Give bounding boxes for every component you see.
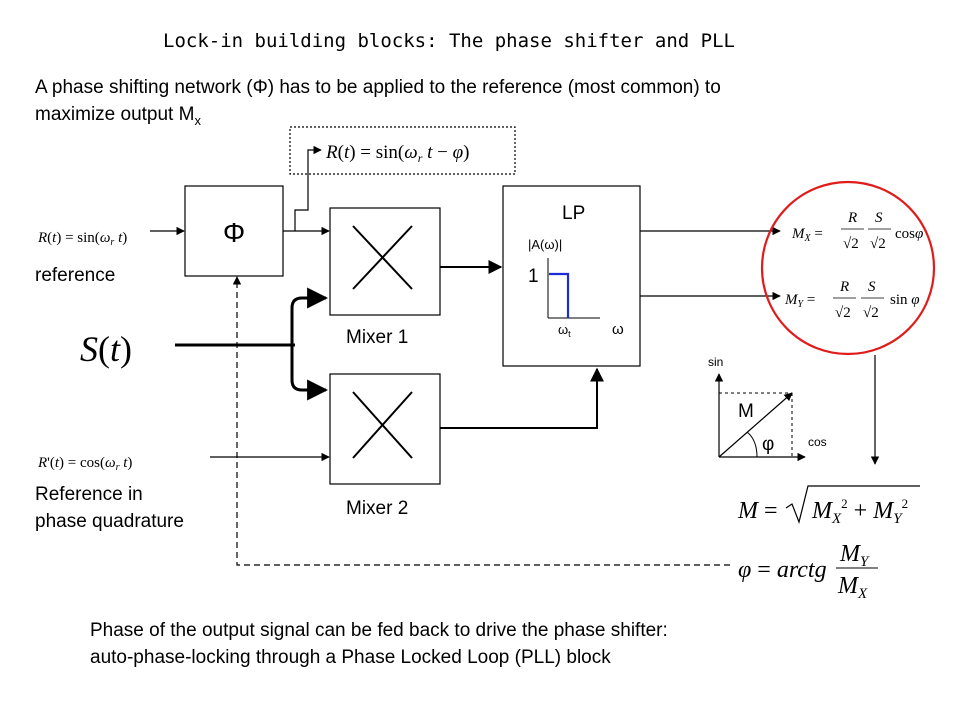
intro-line-2-sub: x: [194, 112, 201, 128]
lp-axis-y-label: |A(ω)|: [528, 237, 562, 252]
signal-equation: S(t): [80, 329, 132, 369]
signal-to-mixer1: [290, 287, 329, 345]
mx-equation: MX = R √2 S √2 cosφ: [791, 210, 923, 252]
svg-text:MX: MX: [837, 573, 868, 602]
shifter-to-dotted-box-arrow: [294, 145, 322, 231]
phase-equation: φ = arctg MY MX: [738, 541, 878, 602]
svg-text:√2: √2: [835, 305, 851, 321]
lp-cutoff-label: ωt: [558, 322, 571, 339]
intro-line-2-text: maximize output M: [35, 104, 195, 125]
phasor-axis-x-label: cos: [808, 435, 827, 449]
svg-text:φ = arctg: φ = arctg: [738, 557, 827, 583]
mixer2-cross-b: [352, 391, 413, 459]
lowpass-label: LP: [562, 203, 585, 224]
shifted-reference-equation: R(t) = sin(ωr t − φ): [325, 142, 469, 165]
svg-text:S: S: [875, 210, 883, 226]
svg-text:MY: MY: [839, 541, 870, 570]
svg-text:S: S: [868, 279, 876, 295]
intro-text: A phase shifting network (Φ) has to be a…: [35, 74, 721, 134]
svg-text:√2: √2: [870, 236, 886, 252]
lp-axis-x-label: ω: [612, 321, 624, 338]
shifted-ref-box: [289, 126, 516, 175]
lp-one-label: 1: [528, 266, 539, 287]
mixer2-to-lp-arrow: [440, 367, 604, 429]
intro-line-2: maximize output Mx: [35, 101, 721, 134]
quadrature-equation: R'(t) = cos(ωr t): [37, 455, 132, 473]
lowpass-block: [502, 185, 641, 367]
footer-text: Phase of the output signal can be fed ba…: [90, 617, 668, 671]
magnitude-equation: M = MX2 + MY2: [737, 485, 920, 527]
svg-text:R: R: [839, 279, 849, 295]
mixer1-label: Mixer 1: [346, 327, 408, 348]
svg-text:M =: M =: [737, 498, 778, 524]
reference-equation: R(t) = sin(ωr t): [37, 230, 127, 248]
svg-text:sin φ: sin φ: [890, 292, 920, 308]
svg-text:√2: √2: [863, 305, 879, 321]
phase-shifter-symbol: Φ: [223, 217, 245, 248]
quadrature-label-2: phase quadrature: [35, 511, 184, 532]
reference-label: reference: [35, 265, 115, 286]
svg-text:MY =: MY =: [784, 292, 815, 310]
intro-line-1: A phase shifting network (Φ) has to be a…: [35, 77, 721, 98]
page-title: Lock-in building blocks: The phase shift…: [163, 30, 735, 52]
phasor-angle-label: φ: [762, 434, 774, 455]
svg-text:R(t) = sin(ωr t): R(t) = sin(ωr t): [37, 230, 127, 248]
mixer2-label: Mixer 2: [346, 498, 408, 519]
svg-text:MX =: MX =: [791, 226, 823, 244]
footer-line-2: auto-phase-locking through a Phase Locke…: [90, 647, 611, 668]
svg-text:R: R: [847, 210, 857, 226]
svg-text:√2: √2: [843, 236, 859, 252]
mixer1-cross-b: [352, 225, 413, 290]
svg-text:MX2 + MY2: MX2 + MY2: [811, 496, 908, 527]
footer-line-1: Phase of the output signal can be fed ba…: [90, 620, 668, 641]
phasor-axis-y-label: sin: [708, 355, 723, 369]
outputs-highlight-circle: [760, 180, 936, 356]
phasor-vector: [718, 392, 793, 458]
phasor-vector-label: M: [738, 401, 754, 422]
pll-feedback-dashed-line: [232, 276, 730, 566]
svg-text:cosφ: cosφ: [895, 226, 923, 242]
phase-shifter-block: [184, 185, 284, 277]
signal-to-mixer2: [290, 345, 329, 401]
phasor-angle-arc: [746, 431, 758, 458]
lp-response-curve: [549, 272, 570, 318]
my-equation: MY = R √2 S √2 sin φ: [784, 279, 920, 321]
quadrature-label-1: Reference in: [35, 484, 143, 505]
